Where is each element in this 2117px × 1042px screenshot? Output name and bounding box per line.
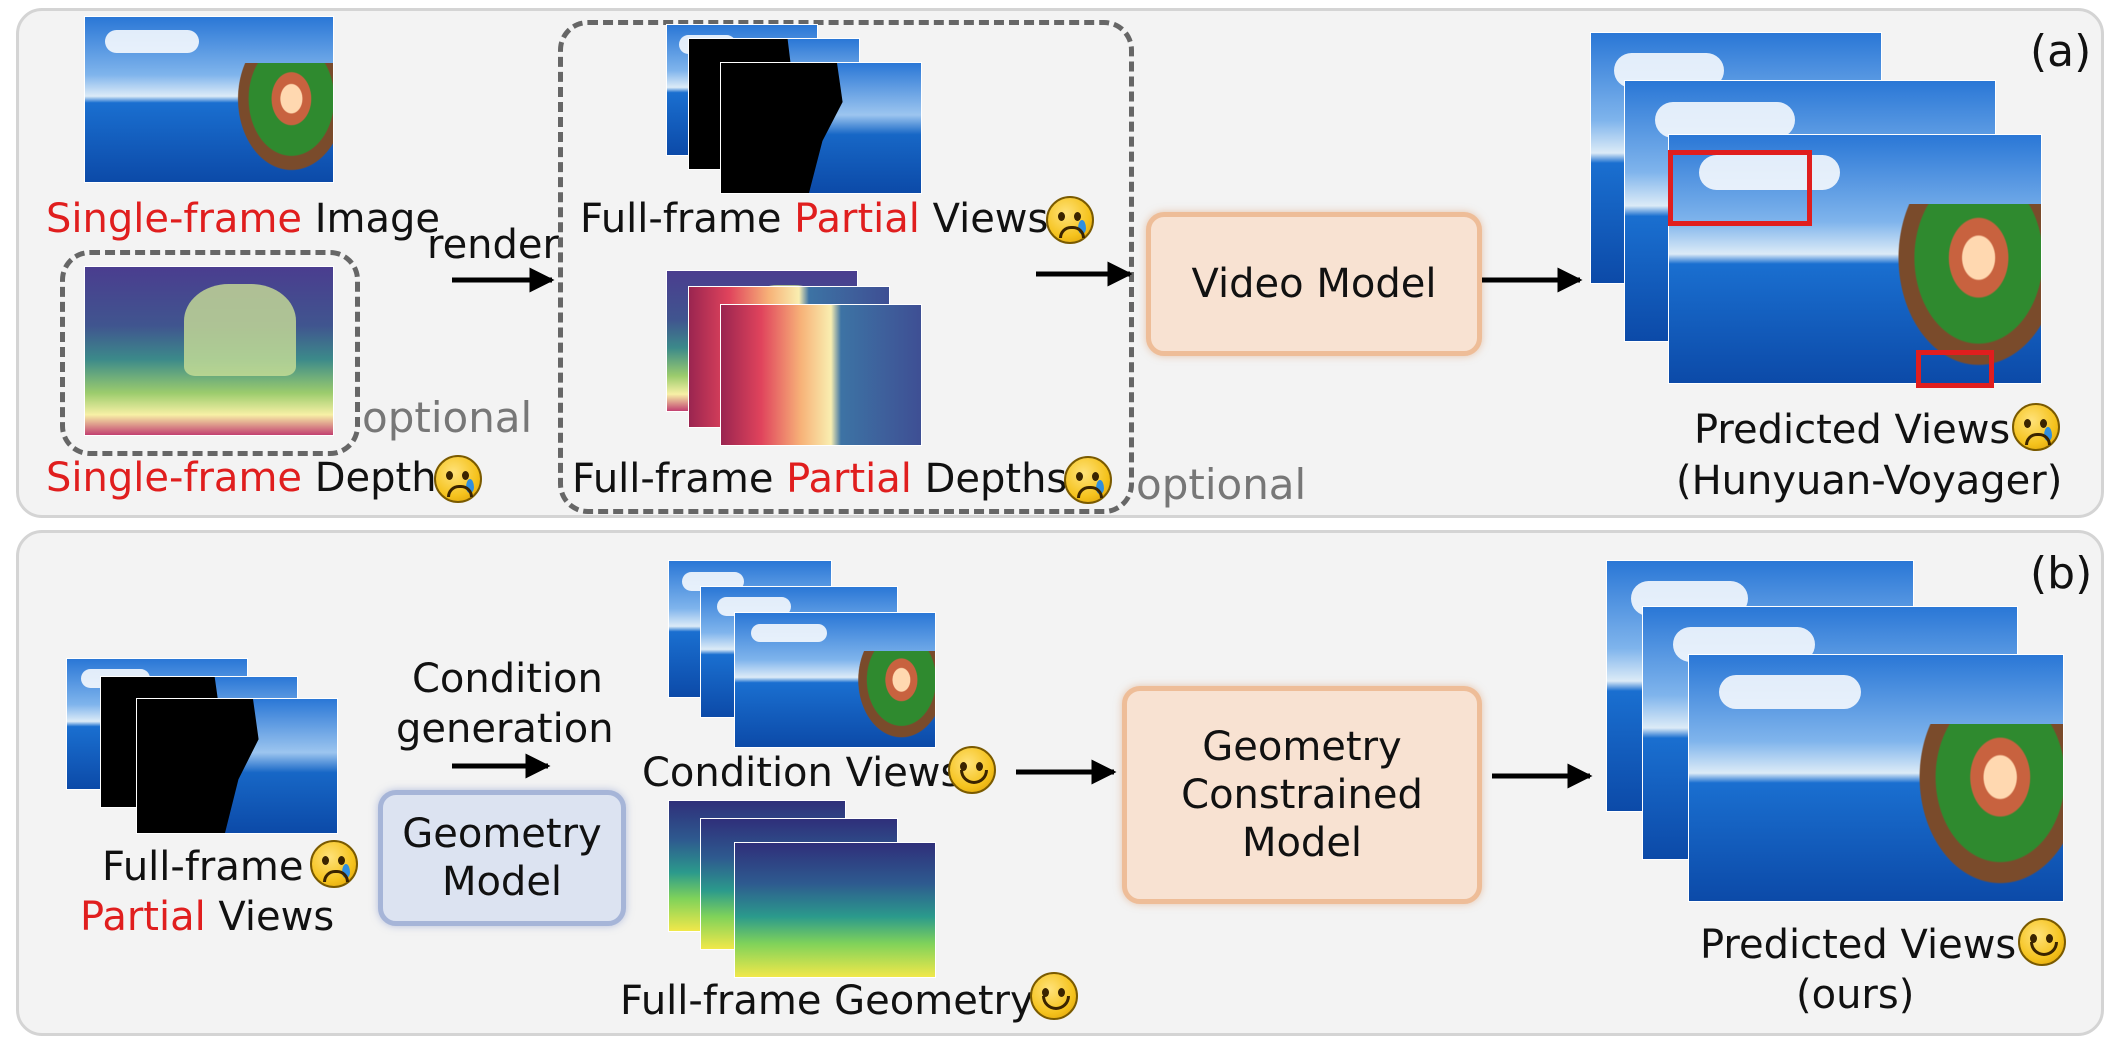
geometry-frame-3 (734, 842, 936, 978)
predicted-views-label-b: Predicted Views (1700, 922, 2017, 968)
artifact-highlight-box (1668, 150, 1812, 226)
video-model-box: Video Model (1146, 212, 1482, 356)
partial-view-frame-3 (720, 62, 922, 194)
partial-views-label-b: Partial Views (80, 894, 335, 940)
smiling-face-icon (1030, 972, 1078, 1020)
full-frame-partial-views-label: Full-frame Partial Views (580, 196, 1049, 242)
render-label: render (427, 222, 559, 268)
crying-face-icon (2012, 403, 2060, 451)
smiling-face-icon (2018, 918, 2066, 966)
single-frame-depth (84, 266, 334, 436)
method-label-a: (Hunyuan-Voyager) (1676, 458, 2063, 504)
crying-face-icon (310, 840, 358, 888)
condition-generation-label-2: generation (396, 706, 614, 752)
crying-face-icon (434, 455, 482, 503)
panel-b-tag: (b) (2030, 548, 2093, 599)
condition-generation-label-1: Condition (412, 656, 603, 702)
crying-face-icon (1046, 196, 1094, 244)
predicted-views-label-a: Predicted Views (1694, 407, 2011, 453)
smiling-face-icon (948, 746, 996, 794)
partial-depth-frame-3 (720, 304, 922, 446)
predicted-view-frame-3 (1688, 654, 2064, 902)
optional-label-left: optional (362, 393, 533, 442)
optional-label-right: optional (1136, 460, 1307, 509)
single-frame-image (84, 16, 334, 183)
single-frame-depth-label: Single-frame Depth (46, 455, 437, 501)
condition-view-frame-3 (734, 612, 936, 748)
optional-depth-group (60, 250, 360, 456)
crying-face-icon (1064, 456, 1112, 504)
full-frame-label-b: Full-frame (102, 844, 304, 890)
panel-a-tag: (a) (2030, 26, 2092, 77)
condition-views-label: Condition Views (642, 750, 962, 796)
partial-view-frame-3 (136, 698, 338, 834)
method-label-b: (ours) (1796, 972, 1915, 1018)
predicted-view-frame-3 (1668, 134, 2042, 384)
full-frame-geometry-label: Full-frame Geometry (620, 978, 1034, 1024)
artifact-highlight-box (1916, 350, 1994, 388)
full-frame-partial-depths-label: Full-frame Partial Depths (572, 456, 1068, 502)
single-frame-image-label: Single-frame Image (46, 196, 441, 242)
